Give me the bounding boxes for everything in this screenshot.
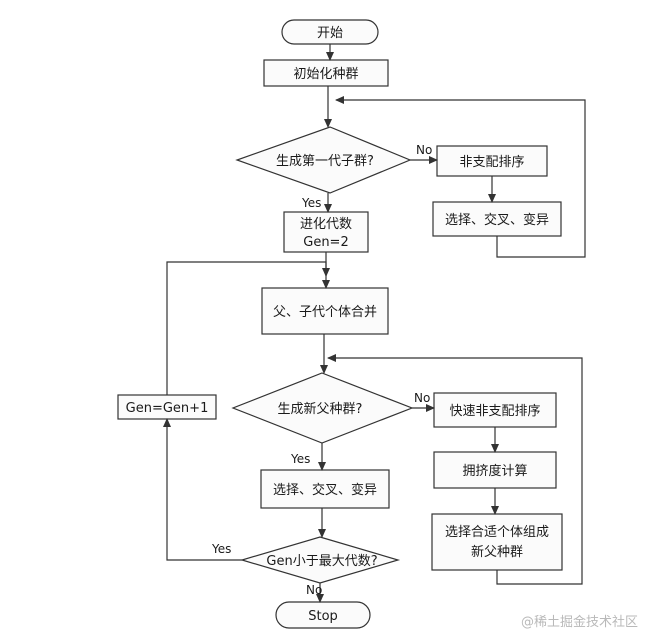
no-label-3: No bbox=[306, 583, 322, 597]
first-gen-decision: 生成第一代子群? bbox=[235, 126, 412, 194]
watermark: @稀土掘金技术社区 bbox=[520, 615, 638, 630]
init-population-box: 初始化种群 bbox=[263, 59, 389, 87]
arrow-increment-to-merge bbox=[166, 261, 330, 395]
init-population-label: 初始化种群 bbox=[293, 67, 358, 82]
yes-label-3: Yes bbox=[211, 542, 231, 556]
evolve-gen-label: 进化代数 bbox=[300, 217, 352, 232]
gen-increment-label: Gen=Gen+1 bbox=[126, 401, 209, 416]
stop-label: Stop bbox=[308, 609, 338, 624]
select-cross-mutate-label-1: 选择、交叉、变异 bbox=[445, 212, 549, 228]
select-cross-mutate-box-1: 选择、交叉、变异 bbox=[432, 201, 562, 237]
crowding-distance-box: 拥挤度计算 bbox=[433, 451, 557, 489]
nondominated-sort-box: 非支配排序 bbox=[436, 145, 548, 177]
fast-nondominated-sort-box: 快速非支配排序 bbox=[433, 392, 557, 428]
select-individuals-label-2: 新父种群 bbox=[471, 544, 523, 560]
no-label-1: No bbox=[416, 143, 432, 157]
start-terminal: 开始 bbox=[281, 19, 379, 45]
merge-box: 父、子代个体合并 bbox=[261, 287, 389, 335]
gen-increment-box: Gen=Gen+1 bbox=[117, 394, 217, 420]
new-parent-decision: 生成新父种群? bbox=[231, 372, 414, 444]
start-label: 开始 bbox=[317, 26, 343, 41]
arrow-gen-check-yes bbox=[163, 418, 242, 561]
fast-nondominated-sort-label: 快速非支配排序 bbox=[449, 404, 540, 419]
select-individuals-label: 选择合适个体组成 bbox=[445, 525, 549, 540]
gen-less-max-decision: Gen小于最大代数? bbox=[239, 536, 401, 584]
no-label-2: No bbox=[414, 391, 430, 405]
stop-terminal: Stop bbox=[275, 601, 371, 629]
select-individuals-box: 选择合适个体组成 新父种群 bbox=[431, 513, 563, 571]
yes-label-1: Yes bbox=[301, 196, 321, 210]
crowding-distance-label: 拥挤度计算 bbox=[462, 463, 527, 479]
gen-less-max-label: Gen小于最大代数? bbox=[266, 554, 377, 569]
yes-label-2: Yes bbox=[290, 452, 310, 466]
first-gen-label: 生成第一代子群? bbox=[276, 154, 374, 169]
evolve-gen-box: 进化代数 Gen=2 bbox=[283, 211, 369, 253]
arrow-loop-back-1 bbox=[335, 96, 586, 258]
new-parent-label: 生成新父种群? bbox=[278, 401, 363, 417]
select-cross-mutate-box-2: 选择、交叉、变异 bbox=[260, 469, 390, 509]
merge-label: 父、子代个体合并 bbox=[273, 305, 377, 320]
arrow-loop-back-2 bbox=[327, 354, 583, 585]
evolve-gen-value: Gen=2 bbox=[303, 235, 348, 250]
select-cross-mutate-label-2: 选择、交叉、变异 bbox=[273, 482, 377, 498]
nondominated-sort-label: 非支配排序 bbox=[459, 155, 524, 170]
